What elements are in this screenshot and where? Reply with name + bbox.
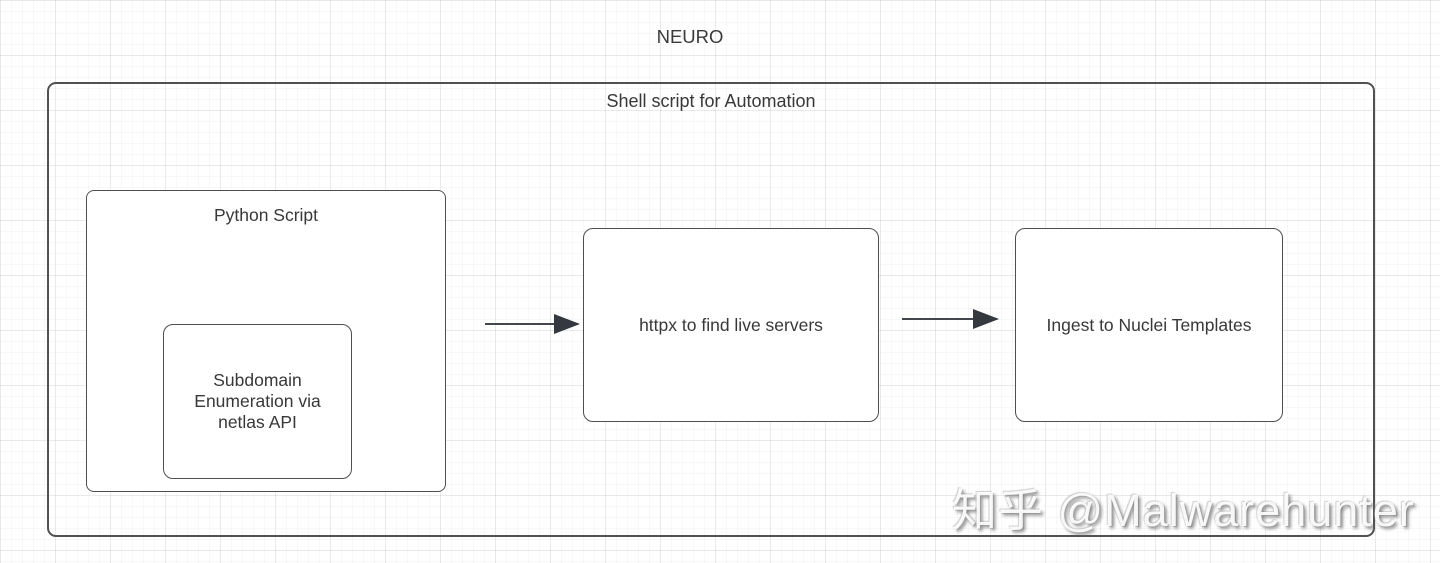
automation-container-box: Shell script for Automation (47, 82, 1375, 537)
node-httpx-label: httpx to find live servers (639, 314, 823, 335)
node-nuclei-templates-label: Ingest to Nuclei Templates (1046, 314, 1252, 335)
node-python-script-label: Python Script (213, 205, 319, 225)
page-title: NEURO (656, 26, 724, 47)
automation-container-label: Shell script for Automation (606, 91, 816, 111)
node-httpx: httpx to find live servers (583, 228, 879, 422)
zhihu-watermark: 知乎 @Malwarehunter (952, 485, 1415, 536)
node-subdomain-enumeration-label: Subdomain Enumeration via netlas API (194, 370, 321, 432)
node-subdomain-enumeration: Subdomain Enumeration via netlas API (163, 324, 352, 479)
node-nuclei-templates: Ingest to Nuclei Templates (1015, 228, 1283, 422)
